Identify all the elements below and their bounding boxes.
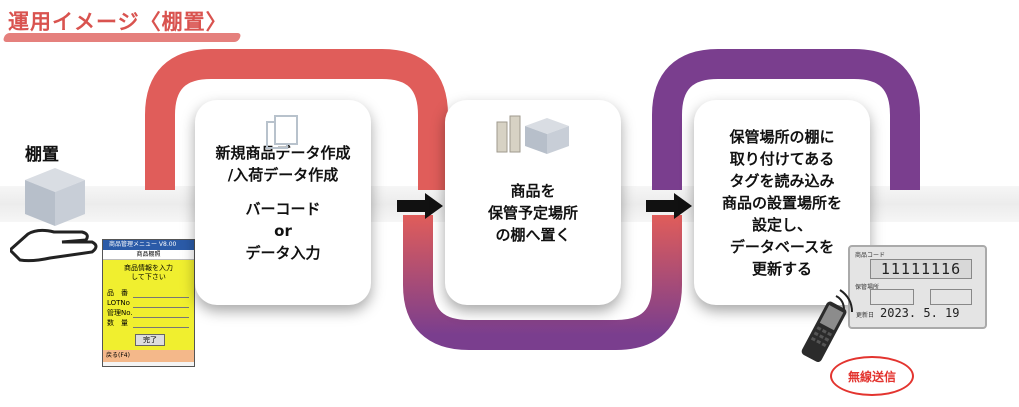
- step3-line: 商品の設置場所を: [721, 193, 842, 212]
- page-title: 運用イメージ〈棚置〉: [8, 10, 228, 34]
- arrow-right-icon: [397, 193, 443, 219]
- step1-extra: データ入力: [245, 243, 321, 262]
- box-icon: [25, 168, 85, 226]
- field-label: 管理No.: [107, 309, 133, 317]
- step3-line: 取り付けてある: [729, 149, 835, 168]
- hand-icon: [10, 228, 98, 263]
- flow-track-gradient: [403, 215, 682, 350]
- field-label: LOTNo: [107, 299, 130, 307]
- handheld-subtitle: 商品棚照: [103, 250, 194, 260]
- wireless-transmit-stamp: 無線送信: [830, 356, 914, 396]
- handheld-screen: 商品管理メニュー V8.00 商品棚照 商品情報を入力 して下さい 品 番 LO…: [102, 239, 195, 367]
- tag-display: 商品コード 11111116 保管場所 更新日 2023. 5. 19: [848, 245, 987, 329]
- step-card-1: 新規商品データ作成 /入荷データ作成 バーコード or データ入力: [195, 100, 371, 305]
- tag-location-label: 保管場所: [855, 284, 880, 291]
- step1-line: 新規商品データ作成: [215, 143, 351, 162]
- step1-extra: or: [274, 221, 292, 240]
- handheld-form: 商品情報を入力 して下さい 品 番 LOTNo 管理No. 数 量 完了: [103, 260, 194, 350]
- flow-track-red: [145, 49, 448, 190]
- step-card-2: 商品を 保管予定場所 の棚へ置く: [445, 100, 621, 305]
- tag-location-box: [870, 289, 914, 305]
- field-label: 数 量: [107, 319, 128, 327]
- field-input[interactable]: [133, 298, 189, 308]
- step3-line: 保管場所の棚に: [729, 127, 835, 146]
- step2-line: の棚へ置く: [495, 225, 571, 244]
- tag-date-label: 更新日: [856, 312, 875, 319]
- tag-code: 11111116: [870, 259, 972, 279]
- field-input[interactable]: [133, 288, 189, 298]
- step2-line: 商品を: [510, 181, 556, 200]
- tag-date: 2023. 5. 19: [880, 306, 960, 320]
- step3-line: データベースを: [729, 237, 835, 256]
- handheld-scanner-illustration: [801, 289, 853, 363]
- field-input[interactable]: [133, 318, 189, 328]
- step3-line: 設定し、: [751, 215, 812, 234]
- field-label: 品 番: [107, 289, 128, 297]
- field-input[interactable]: [133, 308, 189, 318]
- back-button[interactable]: 戻る(F4): [103, 350, 194, 362]
- handheld-prompt-line: 商品情報を入力: [124, 264, 173, 272]
- step-card-3: 保管場所の棚に 取り付けてある タグを読み込み 商品の設置場所を 設定し、 デー…: [694, 100, 870, 305]
- box-on-hand-illustration: [10, 168, 98, 263]
- step3-line: 更新する: [751, 259, 812, 278]
- tag-location-box: [930, 289, 972, 305]
- step1-line: /入荷データ作成: [227, 165, 339, 184]
- flow-track-purple: [652, 49, 920, 190]
- tubes-and-box-icon: [496, 115, 569, 154]
- done-button[interactable]: 完了: [135, 334, 165, 346]
- step2-line: 保管予定場所: [487, 203, 578, 222]
- handheld-title: 商品管理メニュー V8.00: [103, 240, 194, 250]
- left-label: 棚置: [25, 145, 59, 165]
- tag-code-label: 商品コード: [855, 252, 886, 259]
- arrow-right-icon: [646, 193, 692, 219]
- handheld-prompt-line: して下さい: [131, 273, 166, 281]
- documents-icon: [266, 115, 298, 149]
- step3-line: タグを読み込み: [729, 171, 835, 190]
- step1-extra: バーコード: [245, 199, 321, 218]
